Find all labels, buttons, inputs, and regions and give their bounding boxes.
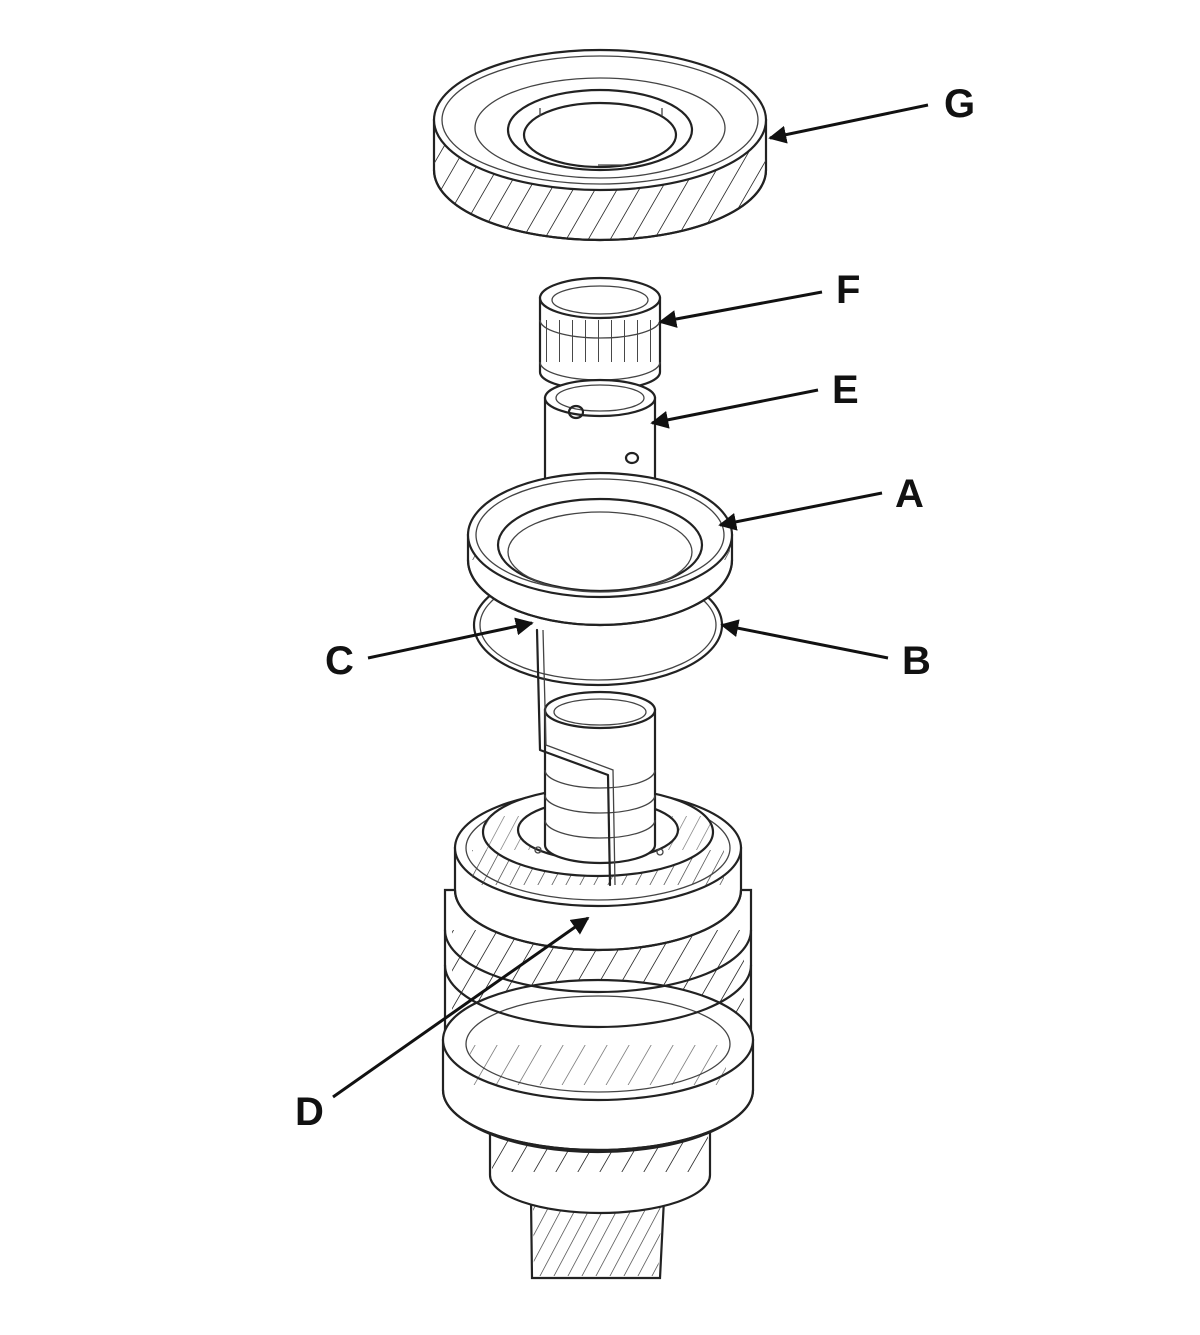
mainshaft-assembly <box>441 628 755 1280</box>
leader-g <box>768 103 929 144</box>
callout-labels: G F E A B C D <box>295 82 975 1134</box>
gear-g <box>432 48 768 242</box>
callout-b: B <box>902 639 931 683</box>
callout-c: C <box>325 639 354 683</box>
leader-lines <box>332 103 929 1099</box>
leader-d <box>332 916 590 1099</box>
leader-c <box>367 617 534 660</box>
leader-b <box>720 619 889 660</box>
synchro-ring-a <box>466 471 734 627</box>
leader-a <box>718 491 883 531</box>
callout-f: F <box>836 268 860 312</box>
callout-g: G <box>944 82 975 126</box>
callout-e: E <box>832 368 859 412</box>
needle-bearing-f <box>538 276 662 392</box>
leader-e <box>650 388 819 429</box>
leader-f <box>658 290 823 328</box>
collar-e <box>543 378 657 500</box>
callout-a: A <box>895 472 924 516</box>
callout-d: D <box>295 1090 324 1134</box>
